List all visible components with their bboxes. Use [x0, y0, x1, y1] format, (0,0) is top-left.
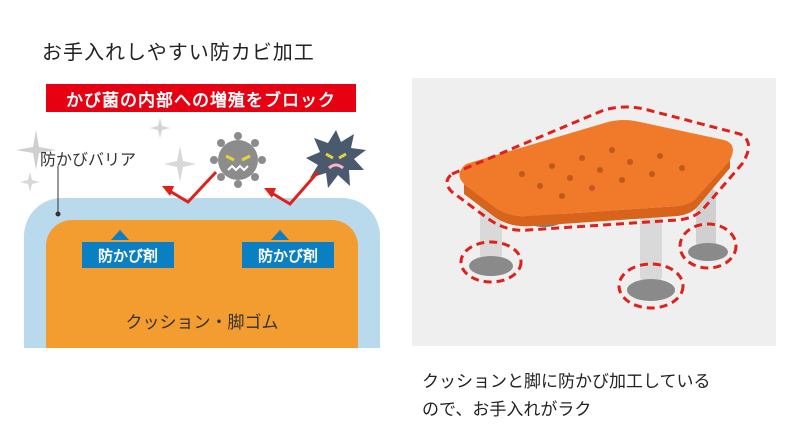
cushion-label: クッション・脚ゴム: [125, 313, 279, 333]
caption-line: クッションと脚に防かび加工している: [422, 372, 711, 392]
up-arrow-icon: [271, 230, 289, 240]
cushion-layer: [46, 220, 358, 348]
barrier-label: 防かびバリア: [40, 150, 137, 169]
mold-germ-icon: [210, 132, 266, 188]
page-title: お手入れしやすい防カビ加工: [42, 40, 315, 64]
sparkle-icon: [16, 130, 56, 192]
blocked-arrow-icon: [162, 170, 218, 204]
bath-stool-image: [445, 105, 750, 310]
caption: クッションと脚に防かび加工している ので、お手入れがラク: [422, 368, 792, 424]
blocked-arrow-icon: [264, 171, 320, 206]
up-arrow-icon: [111, 230, 129, 240]
block-banner: かび菌の内部への増殖をブロック: [46, 84, 356, 112]
pointer-line: [55, 166, 61, 217]
sparkle-icon: [150, 118, 196, 182]
anti-mold-agent-badge: 防かび剤: [242, 242, 334, 268]
caption-line: ので、お手入れがラク: [422, 400, 592, 420]
anti-mold-agent-badge: 防かび剤: [82, 242, 174, 268]
mold-germ-icon: [306, 130, 366, 188]
